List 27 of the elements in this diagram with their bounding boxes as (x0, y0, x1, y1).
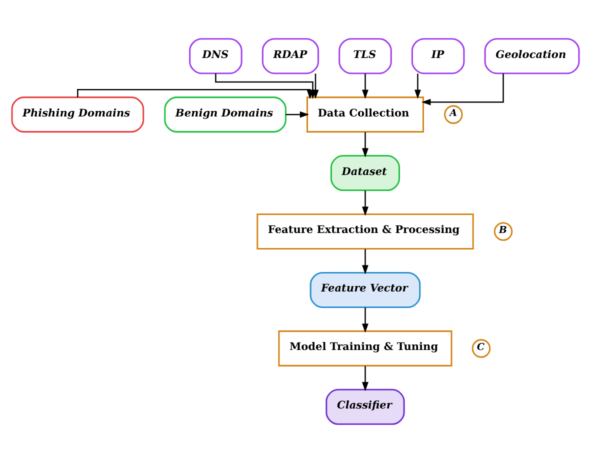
node-box: Benign Domains (164, 96, 286, 132)
node-box: RDAP (262, 38, 320, 74)
node-box: Feature Vector (310, 271, 421, 308)
node-box: DNS (189, 38, 242, 74)
node-box: TLS (338, 38, 392, 74)
node-box: Feature Extraction & Processing (256, 212, 474, 250)
arrow (362, 132, 368, 157)
arrow (362, 248, 368, 274)
arrow (421, 72, 504, 105)
arrow (362, 365, 368, 391)
node-circle: B (494, 222, 513, 240)
node-circle: C (472, 338, 491, 358)
arrow (312, 73, 319, 98)
arrow (362, 73, 368, 98)
node-circle: A (444, 104, 463, 124)
node-box: Model Training & Tuning (278, 330, 452, 366)
node-box: Dataset (330, 154, 400, 191)
node-box: Classifier (326, 388, 405, 424)
node-box: Data Collection (306, 96, 424, 132)
node-box: IP (411, 38, 465, 74)
arrow (414, 73, 421, 98)
node-box: Geolocation (484, 38, 580, 74)
arrow (362, 190, 368, 216)
arrow (77, 88, 314, 99)
node-box: Phishing Domains (11, 96, 144, 132)
arrow (286, 110, 310, 118)
arrow (362, 307, 368, 332)
